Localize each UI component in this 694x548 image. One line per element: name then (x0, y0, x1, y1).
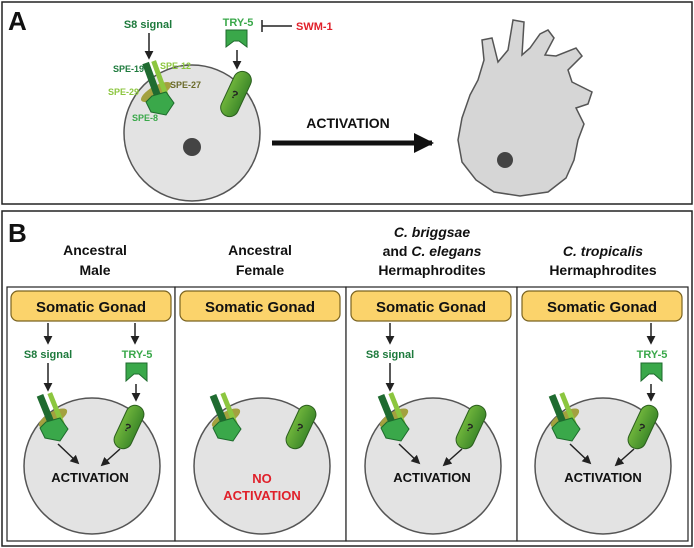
col3-title-line2: and C. elegans (383, 243, 482, 259)
col1-try5-icon (125, 362, 148, 383)
col1-arrow-right (100, 448, 121, 467)
col4-arrow-left (569, 443, 592, 465)
col3-spe-complex-icon (377, 392, 410, 442)
spe27-label: SPE-27 (170, 80, 201, 90)
col1-title-line1: Ancestral (63, 242, 127, 258)
col1-title-line2: Male (79, 262, 110, 278)
col3-result: ACTIVATION (393, 470, 471, 485)
col2-target-icon (285, 404, 317, 450)
col2-result-line2: ACTIVATION (223, 488, 301, 503)
spe-complex-icon (140, 60, 175, 116)
try5-protease-icon (225, 29, 248, 48)
spe8-label: SPE-8 (132, 113, 158, 123)
s8-signal-label: S8 signal (124, 19, 172, 31)
activated-sperm-nucleus (497, 152, 513, 168)
col2-title-line1: Ancestral (228, 242, 292, 258)
col3-s8-label: S8 signal (366, 349, 414, 361)
col1-gonad-label: Somatic Gonad (36, 299, 146, 316)
panel-a-letter: A (8, 6, 27, 36)
col1-target-icon (113, 404, 145, 450)
col3-gonad-label: Somatic Gonad (376, 299, 486, 316)
col1-spe-complex-icon (36, 392, 69, 442)
cell-nucleus (183, 138, 201, 156)
col4-try5-icon (640, 362, 663, 383)
col3-target-question: ? (464, 422, 475, 436)
activation-label: ACTIVATION (306, 115, 389, 131)
col4-arrow-right (614, 448, 635, 467)
col3-target-icon (455, 404, 487, 450)
col1-s8-label: S8 signal (24, 349, 72, 361)
col3-arrow-left (398, 443, 421, 465)
col4-target-icon (627, 404, 659, 450)
col1-target-question: ? (122, 422, 133, 436)
col4-result: ACTIVATION (564, 470, 642, 485)
col2-gonad-box (179, 290, 341, 322)
col2-target-question: ? (294, 422, 305, 436)
col2-spe-complex-icon (209, 392, 242, 442)
col3-arrow-right (442, 448, 463, 467)
col1-result: ACTIVATION (51, 470, 129, 485)
spe29-label: SPE-29 (108, 87, 139, 97)
col3-title-line3: Hermaphrodites (378, 262, 486, 278)
col4-try5-label: TRY-5 (637, 349, 668, 361)
panel-b-letter: B (8, 218, 27, 248)
swm1-label: SWM-1 (296, 21, 333, 33)
col2-title-line2: Female (236, 262, 284, 278)
col1-gonad-box (10, 290, 172, 322)
col4-title-line1: C. tropicalis (563, 243, 643, 259)
spe12-label: SPE-12 (160, 61, 191, 71)
try5-target-icon (220, 70, 252, 118)
col1-try5-label: TRY-5 (122, 349, 153, 361)
col1-arrow-left (57, 443, 80, 465)
try5-target-question: ? (229, 89, 240, 103)
col4-spe-complex-icon (548, 392, 581, 442)
col4-gonad-label: Somatic Gonad (547, 299, 657, 316)
col2-result-line1: NO (252, 471, 272, 486)
try5-label: TRY-5 (223, 17, 254, 29)
col4-gonad-box (521, 290, 683, 322)
activated-sperm-cell (457, 19, 593, 197)
col4-target-question: ? (636, 422, 647, 436)
col4-title-line2: Hermaphrodites (549, 262, 657, 278)
col3-title-line1: C. briggsae (394, 224, 470, 240)
spe19-label: SPE-19 (113, 64, 144, 74)
col2-gonad-label: Somatic Gonad (205, 299, 315, 316)
col3-gonad-box (350, 290, 512, 322)
